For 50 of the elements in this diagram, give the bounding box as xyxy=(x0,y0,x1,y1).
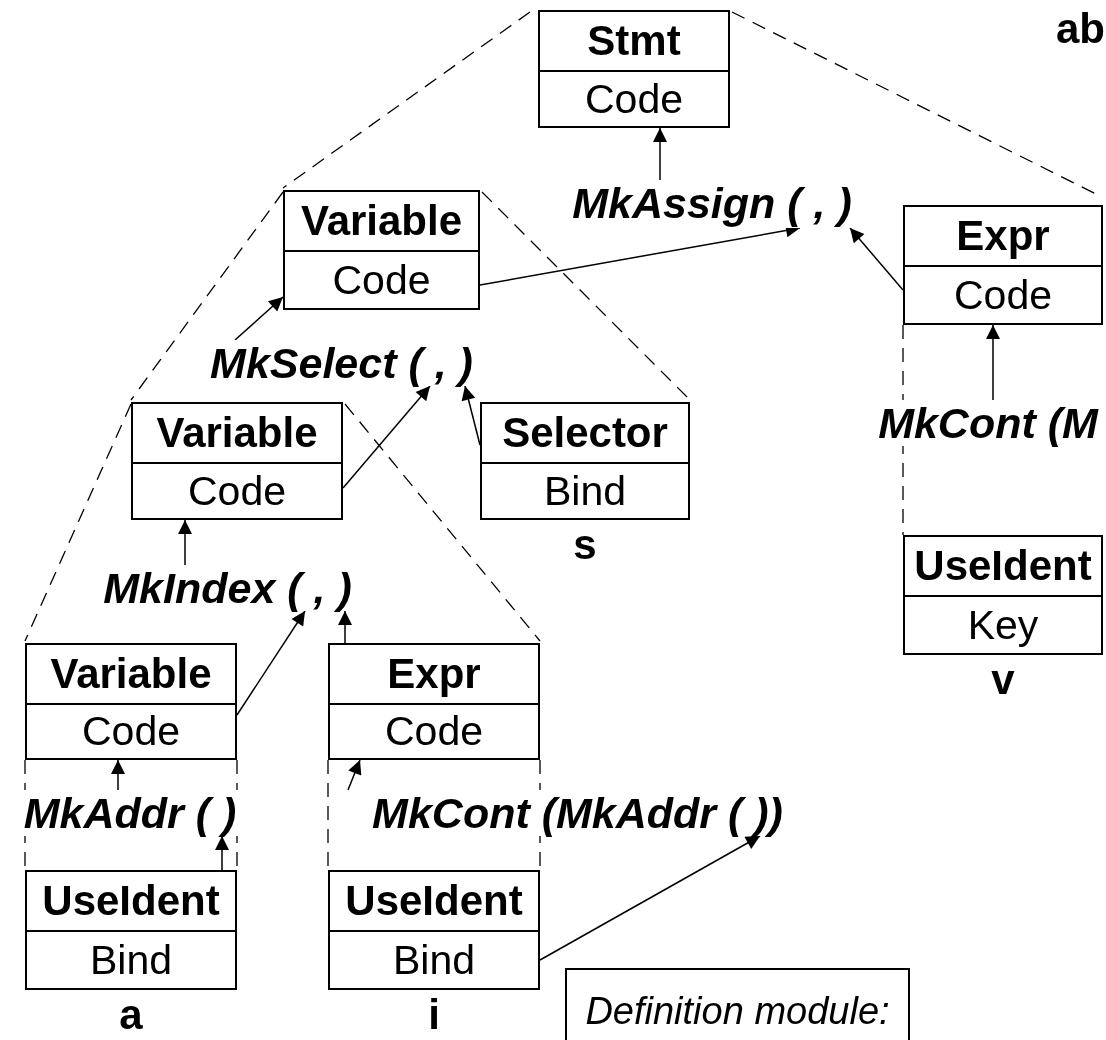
class-name: UseIdent xyxy=(42,877,220,925)
field-name: Bind xyxy=(543,467,627,515)
label-text: ab xyxy=(1056,8,1105,50)
class-name: Expr xyxy=(387,650,481,698)
arrow xyxy=(461,385,481,446)
arrow xyxy=(338,610,352,644)
field-name: Key xyxy=(967,601,1039,649)
class-box xyxy=(328,643,540,760)
arrow xyxy=(178,519,192,566)
arrow xyxy=(234,296,284,341)
class-box xyxy=(328,870,540,990)
note-box xyxy=(565,968,910,1040)
arrow xyxy=(215,835,229,871)
class-name: Variable xyxy=(300,197,463,245)
class-name: Expr xyxy=(956,212,1050,260)
class-box xyxy=(283,190,480,310)
arrow xyxy=(111,759,125,791)
class-box xyxy=(903,535,1103,655)
class-box xyxy=(538,10,730,128)
class-name: Stmt xyxy=(587,17,681,65)
field-name: Code xyxy=(188,467,286,515)
class-box xyxy=(25,870,237,990)
arrow xyxy=(236,610,306,716)
field-name: Bind xyxy=(89,936,173,984)
arrow xyxy=(849,227,904,291)
variable-name: v xyxy=(991,659,1015,701)
class-name: UseIdent xyxy=(914,542,1092,590)
arrow xyxy=(347,759,362,791)
class-box xyxy=(131,402,343,520)
class-name: Variable xyxy=(156,409,318,457)
field-name: Code xyxy=(954,271,1052,319)
arrow xyxy=(342,385,431,489)
class-name: UseIdent xyxy=(345,877,523,925)
field-name: Code xyxy=(82,708,180,755)
field-name: Code xyxy=(385,708,483,755)
field-name: Code xyxy=(585,75,683,123)
arrow xyxy=(986,324,1000,401)
variable-name: s xyxy=(573,524,597,566)
note-text: Definition module: xyxy=(585,990,890,1034)
class-name: Selector xyxy=(502,409,668,457)
arrow xyxy=(653,127,667,181)
class-box xyxy=(25,643,237,760)
class-box xyxy=(903,205,1103,325)
class-box xyxy=(480,402,690,520)
arrow xyxy=(539,835,761,961)
variable-name: a xyxy=(119,994,143,1036)
field-name: Code xyxy=(332,256,431,304)
field-name: Bind xyxy=(392,936,476,984)
variable-name: i xyxy=(428,994,440,1036)
class-name: Variable xyxy=(50,650,212,698)
